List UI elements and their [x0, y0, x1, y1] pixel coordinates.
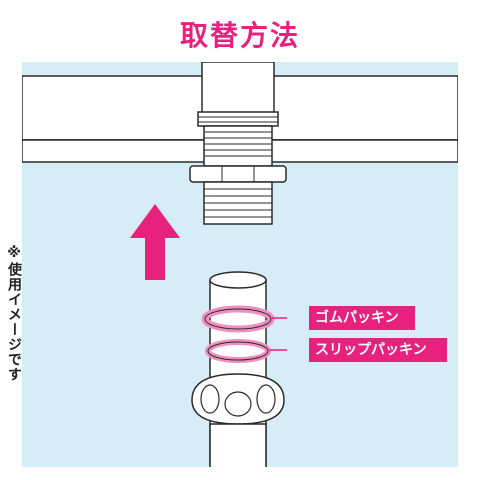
installation-diagram [22, 62, 458, 467]
gomu-packing-label: ゴムパッキン [309, 306, 415, 330]
usage-image-note: ※使用イメージです [6, 245, 22, 382]
slip-gasket [205, 339, 271, 363]
rubber-gasket [201, 305, 275, 333]
diagram-panel: ゴムパッキン スリップパッキン [22, 62, 458, 467]
page-title: 取替方法 [179, 19, 300, 52]
up-arrow-icon [130, 204, 180, 280]
upper-pipe [189, 62, 287, 225]
slip-packing-label: スリップパッキン [309, 338, 447, 362]
bottom-nut [191, 373, 285, 467]
